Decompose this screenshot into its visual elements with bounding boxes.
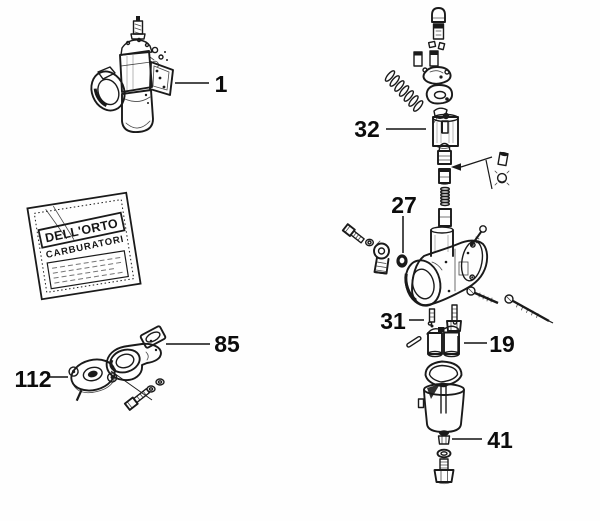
leader-lines xyxy=(49,82,487,440)
sticker-scratch-lines xyxy=(45,205,75,240)
float-bowl xyxy=(417,382,465,433)
callout-flange: 112 xyxy=(14,366,51,392)
needle-and-clip-pointer xyxy=(451,151,510,190)
callout-labels: 1 32 27 31 19 41 85 112 xyxy=(14,71,514,453)
bowl-gasket xyxy=(424,360,463,387)
instruction-sticker: DELL'ORTO CARBURATORI xyxy=(26,191,142,301)
atomizer-and-jet xyxy=(437,142,452,185)
body-screws xyxy=(466,286,554,324)
exploded-carburetor-column xyxy=(341,7,554,485)
callout-idle-jet: 31 xyxy=(380,308,406,334)
fuel-banjo-fitting xyxy=(341,223,390,275)
callout-assembly: 1 xyxy=(215,71,228,97)
float-valve-oring xyxy=(396,254,408,268)
carburetor-body xyxy=(404,225,489,307)
slide-spring-and-holder xyxy=(430,186,454,257)
callout-float-oring: 27 xyxy=(391,192,417,218)
callout-manifold: 85 xyxy=(214,331,240,357)
stud-bolt xyxy=(123,388,151,411)
carburetor-assembly-drawing xyxy=(90,16,174,133)
mounting-hardware-drawing xyxy=(110,370,165,411)
insulator-flange-drawing xyxy=(68,358,118,402)
cable-adjuster-parts xyxy=(413,7,446,67)
callout-throttle-slide: 32 xyxy=(354,116,380,142)
throttle-slide xyxy=(432,113,459,149)
callout-drain-plug: 41 xyxy=(487,427,513,453)
throttle-spring xyxy=(384,70,424,112)
callout-float: 19 xyxy=(489,331,515,357)
float-assembly xyxy=(426,320,460,358)
drain-plug-and-bolt xyxy=(433,430,455,485)
